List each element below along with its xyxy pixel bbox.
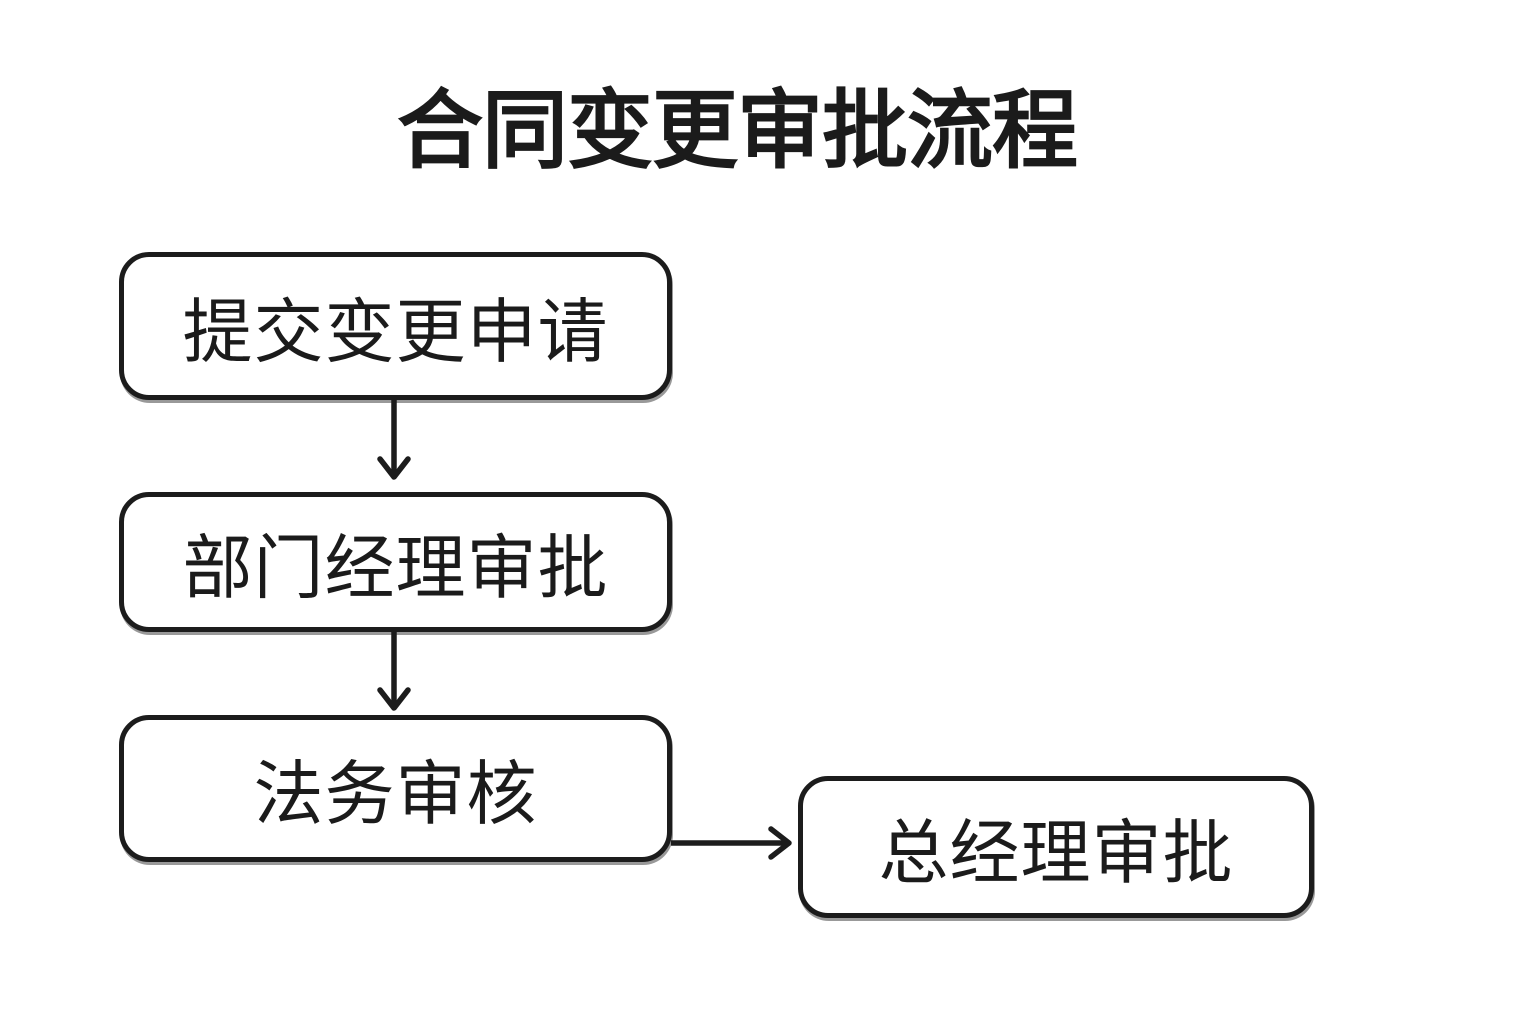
arrow-submit-to-dept-manager-icon bbox=[377, 400, 411, 480]
arrow-legal-to-general-manager-icon bbox=[671, 826, 792, 860]
flow-node-submit-request: 提交变更申请 bbox=[119, 252, 672, 400]
flow-node-legal-review: 法务审核 bbox=[119, 715, 672, 862]
flow-node-label: 部门经理审批 bbox=[182, 528, 609, 607]
diagram-title: 合同变更审批流程 bbox=[397, 83, 1078, 179]
flow-node-label: 法务审核 bbox=[253, 755, 538, 833]
flow-node-label: 总经理审批 bbox=[878, 813, 1234, 892]
flow-node-label: 提交变更申请 bbox=[182, 292, 609, 371]
flow-node-general-manager-approval: 总经理审批 bbox=[798, 776, 1314, 918]
arrow-dept-manager-to-legal-icon bbox=[377, 632, 411, 711]
flow-node-dept-manager-approval: 部门经理审批 bbox=[119, 492, 672, 632]
